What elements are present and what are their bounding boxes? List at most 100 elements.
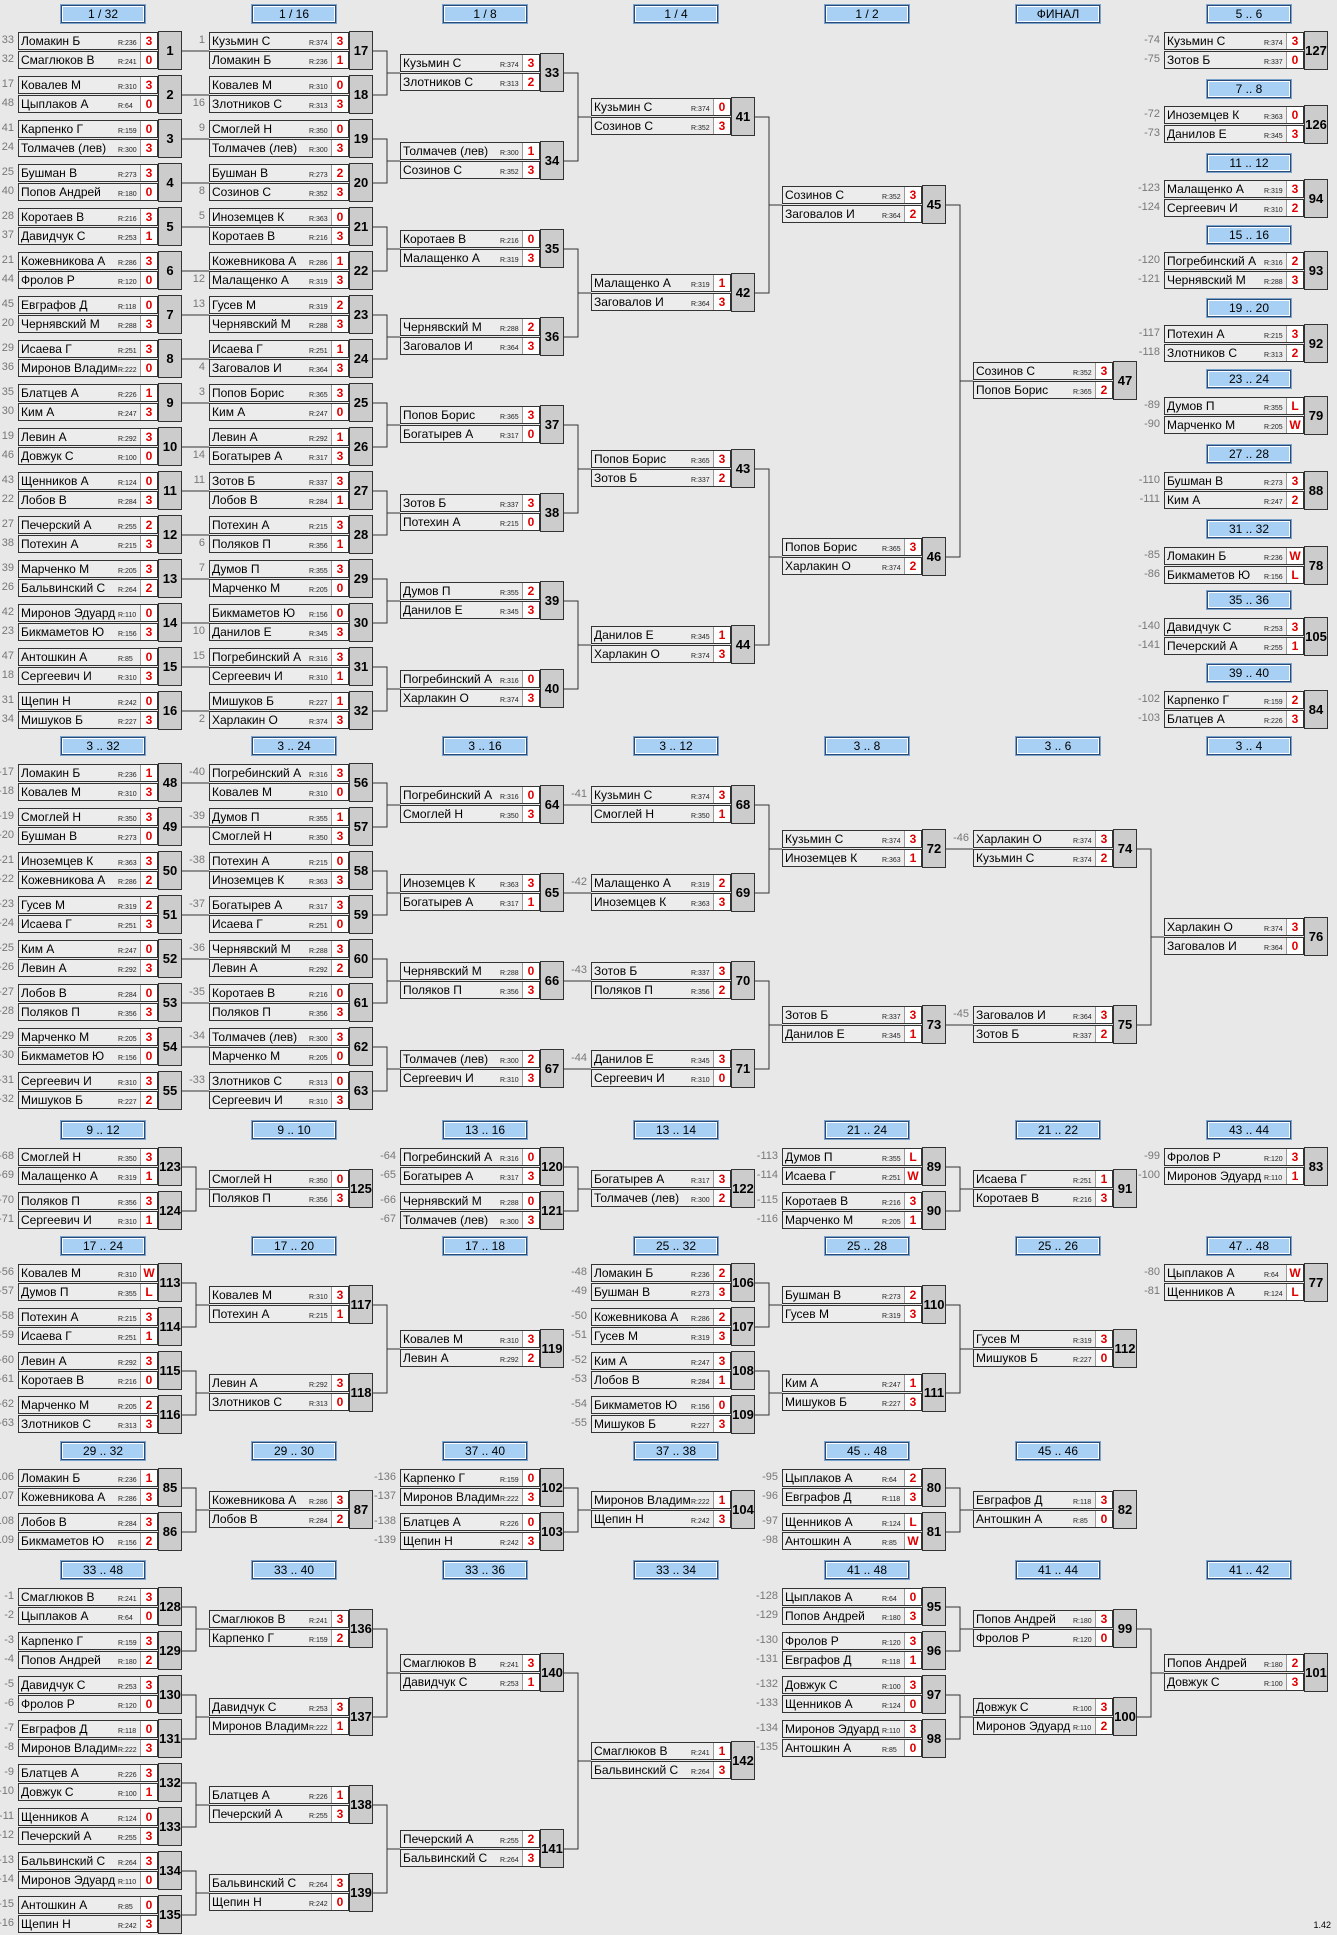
player-slot[interactable]: Блатцев АR:2261	[18, 384, 158, 402]
match-box[interactable]: 3530Блатцев АR:2261Ким АR:24739	[2, 383, 182, 423]
match-box[interactable]: Созинов СR:3523Заговалов ИR:364245	[782, 185, 946, 225]
player-slot[interactable]: Щенников АR:1240	[18, 472, 158, 490]
match-box[interactable]: 4Исаева ГR:2511Заговалов ИR:364324	[199, 339, 373, 379]
player-slot[interactable]: Бушман ВR:2733	[18, 164, 158, 182]
player-slot[interactable]: Ломакин БR:236W	[1164, 547, 1304, 565]
player-slot[interactable]: Щепин НR:2420	[18, 692, 158, 710]
player-slot[interactable]: Мишуков БR:2273	[18, 711, 158, 729]
player-slot[interactable]: Чернявский МR:2883	[209, 315, 349, 333]
player-slot[interactable]: Мишуков БR:2271	[209, 692, 349, 710]
match-box[interactable]: 5Иноземцев КR:3630Коротаев ВR:216321	[199, 207, 373, 247]
match-box[interactable]: 14Левин АR:2921Богатырев АR:317326	[193, 427, 373, 467]
player-slot[interactable]: Миронов ЭдуардR:1100	[18, 604, 158, 622]
player-slot[interactable]: Толмачев (лев)R:3003	[209, 139, 349, 157]
player-slot[interactable]: Цыплаков АR:640	[18, 95, 158, 113]
match-box[interactable]: 3332Ломакин БR:2363Смаглюков ВR:24101	[2, 31, 182, 71]
player-slot[interactable]: Поляков ПR:3561	[209, 535, 349, 553]
match-box[interactable]: 7Думов ПR:3553Марченко МR:205029	[199, 559, 373, 599]
match-box[interactable]: 1946Левин АR:2923Довжук СR:100010	[2, 427, 182, 467]
player-slot[interactable]: Созинов СR:3523	[400, 161, 540, 179]
player-slot[interactable]: Попов БорисR:3653	[782, 538, 922, 556]
player-slot[interactable]: Печерский АR:2552	[18, 516, 158, 534]
match-box[interactable]: Зотов БR:3373Потехин АR:215038	[400, 493, 564, 533]
player-slot[interactable]: Чернявский МR:2883	[18, 315, 158, 333]
player-slot[interactable]: Лобов ВR:2841	[209, 491, 349, 509]
player-slot[interactable]: Зотов БR:3370	[1164, 51, 1304, 69]
player-slot[interactable]: Бушман ВR:2733	[1164, 472, 1304, 490]
player-slot[interactable]: Исаева ГR:2511	[209, 340, 349, 358]
match-box[interactable]: 13Гусев МR:3192Чернявский МR:288323	[193, 295, 373, 335]
player-slot[interactable]: Миронов ВладимирR:2220	[18, 359, 158, 377]
player-slot[interactable]: Зотов БR:3373	[209, 472, 349, 490]
match-box[interactable]: 8Бушман ВR:2732Созинов СR:352320	[199, 163, 373, 203]
player-slot[interactable]: Богатырев АR:3173	[209, 447, 349, 465]
player-slot[interactable]: Бикмаметов ЮR:1563	[18, 623, 158, 641]
match-box[interactable]: 4223Миронов ЭдуардR:1100Бикмаметов ЮR:15…	[2, 603, 182, 643]
player-slot[interactable]: Ковалев МR:3100	[209, 76, 349, 94]
match-box[interactable]: Толмачев (лев)R:3001Созинов СR:352334	[400, 141, 564, 181]
player-slot[interactable]: Кожевникова АR:2863	[18, 252, 158, 270]
match-box[interactable]: Кузьмин СR:3740Созинов СR:352341	[591, 97, 755, 137]
match-box[interactable]: 3926Марченко МR:2053Бальвинский СR:26421…	[2, 559, 182, 599]
player-slot[interactable]: Созинов СR:3523	[782, 186, 922, 204]
match-box[interactable]: 3134Щепин НR:2420Мишуков БR:227316	[2, 691, 182, 731]
match-box[interactable]: 4124Карпенко ГR:1590Толмачев (лев)R:3003…	[2, 119, 182, 159]
player-slot[interactable]: Данилов ЕR:3453	[1164, 125, 1304, 143]
player-slot[interactable]: Марченко МR:2053	[18, 560, 158, 578]
player-slot[interactable]: Погребинский АR:3162	[1164, 252, 1304, 270]
player-slot[interactable]: Малащенко АR:3193	[1164, 180, 1304, 198]
match-box[interactable]: -110-111Бушман ВR:2733Ким АR:247288	[1139, 471, 1328, 511]
player-slot[interactable]: Злотников СR:3133	[209, 95, 349, 113]
match-box[interactable]: 2936Исаева ГR:2513Миронов ВладимирR:2220…	[2, 339, 182, 379]
match-box[interactable]: 2738Печерский АR:2552Потехин АR:215312	[2, 515, 182, 555]
player-slot[interactable]: Иноземцев КR:3630	[1164, 106, 1304, 124]
match-box[interactable]: -123-124Малащенко АR:3193Сергеевич ИR:31…	[1138, 179, 1328, 219]
player-slot[interactable]: Толмачев (лев)R:3001	[400, 142, 540, 160]
player-slot[interactable]: Давидчук СR:2533	[1164, 618, 1304, 636]
match-box[interactable]: 3Попов БорисR:3653Ким АR:247025	[199, 383, 373, 423]
player-slot[interactable]: Кожевникова АR:2861	[209, 252, 349, 270]
player-slot[interactable]: Злотников СR:3132	[1164, 344, 1304, 362]
match-box[interactable]: Данилов ЕR:3451Харлакин ОR:374344	[591, 625, 755, 665]
match-box[interactable]: 2Мишуков БR:2271Харлакин ОR:374332	[199, 691, 373, 731]
player-slot[interactable]: Погребинский АR:3163	[209, 648, 349, 666]
match-box[interactable]: Кузьмин СR:3743Злотников СR:313233	[400, 53, 564, 93]
player-slot[interactable]: Ковалев МR:3103	[18, 76, 158, 94]
player-slot[interactable]: Думов ПR:355L	[1164, 397, 1304, 415]
player-slot[interactable]: Довжук СR:1000	[18, 447, 158, 465]
match-box[interactable]: Созинов СR:3523Попов БорисR:365247	[973, 361, 1137, 401]
match-box[interactable]: -120-121Погребинский АR:3162Чернявский М…	[1138, 251, 1328, 291]
player-slot[interactable]: Ким АR:2473	[18, 403, 158, 421]
match-box[interactable]: 12Кожевникова АR:2861Малащенко АR:319322	[193, 251, 373, 291]
match-box[interactable]: 4718Антошкин АR:850Сергеевич ИR:310315	[2, 647, 182, 687]
match-box[interactable]: Коротаев ВR:2160Малащенко АR:319335	[400, 229, 564, 269]
match-box[interactable]: 1Кузьмин СR:3743Ломакин БR:236117	[199, 31, 373, 71]
player-slot[interactable]: Злотников СR:3132	[400, 73, 540, 91]
player-slot[interactable]: Марченко МR:2050	[209, 579, 349, 597]
match-box[interactable]: Попов БорисR:3653Богатырев АR:317037	[400, 405, 564, 445]
player-slot[interactable]: Коротаев ВR:2163	[18, 208, 158, 226]
player-slot[interactable]: Давидчук СR:2531	[18, 227, 158, 245]
player-slot[interactable]: Сергеевич ИR:3103	[18, 667, 158, 685]
player-slot[interactable]: Думов ПR:3553	[209, 560, 349, 578]
player-slot[interactable]: Левин АR:2923	[18, 428, 158, 446]
player-slot[interactable]: Зотов БR:3373	[400, 494, 540, 512]
match-box[interactable]: Чернявский МR:2882Заговалов ИR:364336	[400, 317, 564, 357]
match-box[interactable]: -89-90Думов ПR:355LМарченко МR:205W79	[1144, 396, 1328, 436]
player-slot[interactable]: Кузьмин СR:3740	[591, 98, 731, 116]
player-slot[interactable]: Потехин АR:2153	[1164, 325, 1304, 343]
match-box[interactable]: 2144Кожевникова АR:2863Фролов РR:12006	[2, 251, 182, 291]
player-slot[interactable]: Марченко МR:205W	[1164, 416, 1304, 434]
match-box[interactable]: 2837Коротаев ВR:2163Давидчук СR:25315	[2, 207, 182, 247]
player-slot[interactable]: Сергеевич ИR:3102	[1164, 199, 1304, 217]
player-slot[interactable]: Созинов СR:3523	[209, 183, 349, 201]
player-slot[interactable]: Ломакин БR:2363	[18, 32, 158, 50]
player-slot[interactable]: Харлакин ОR:3743	[400, 689, 540, 707]
player-slot[interactable]: Заговалов ИR:3643	[209, 359, 349, 377]
player-slot[interactable]: Бикмаметов ЮR:156L	[1164, 566, 1304, 584]
player-slot[interactable]: Кузьмин СR:3743	[209, 32, 349, 50]
match-box[interactable]: -85-86Ломакин БR:236WБикмаметов ЮR:156L7…	[1144, 546, 1328, 586]
player-slot[interactable]: Бушман ВR:2732	[209, 164, 349, 182]
player-slot[interactable]: Антошкин АR:850	[18, 648, 158, 666]
match-box[interactable]: -74-75Кузьмин СR:3743Зотов БR:3370127	[1144, 31, 1328, 71]
